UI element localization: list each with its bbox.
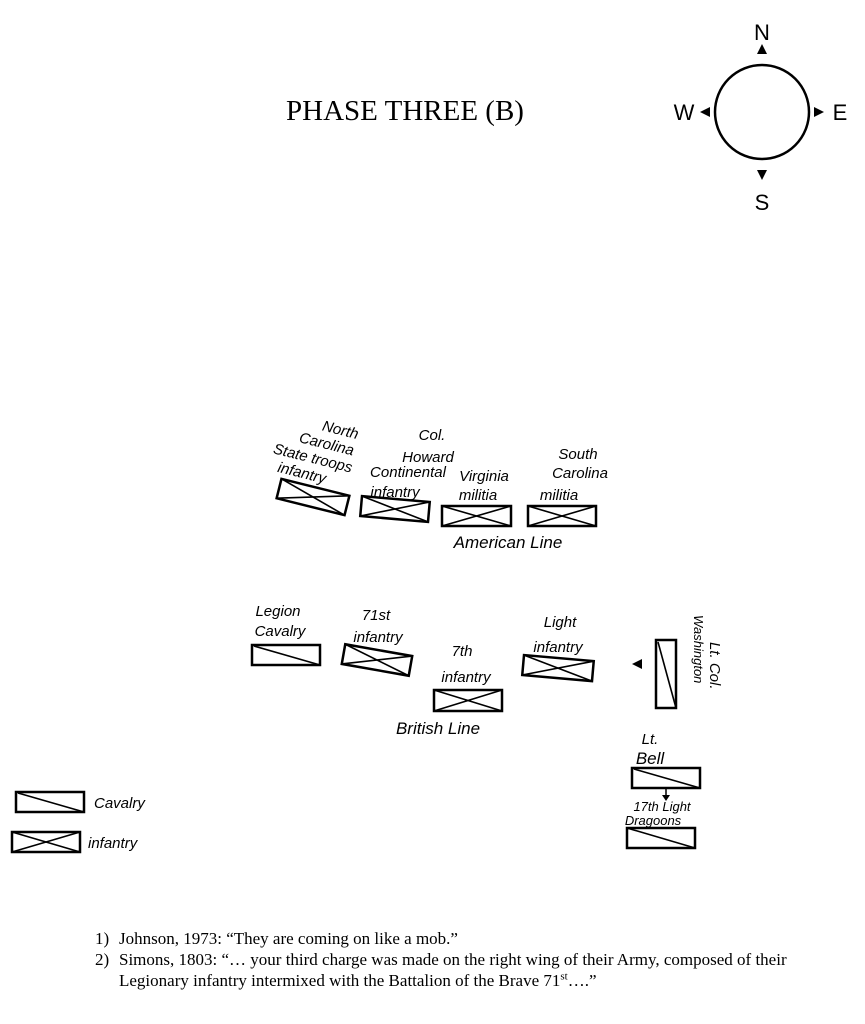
- washington-label: Lt. Col. Washington: [691, 615, 723, 690]
- 71st-infantry-unit: [340, 642, 414, 678]
- commander-label: Col.Howard: [402, 427, 454, 466]
- footnote-1: 1) Johnson, 1973: “They are coming on li…: [95, 929, 458, 948]
- bell-arrow-icon: [662, 795, 670, 801]
- compass-circle: [713, 63, 811, 161]
- west-arrow-icon: [700, 107, 710, 117]
- legend-cavalry-symbol: [14, 790, 86, 814]
- 7th-label-1: 7th: [452, 643, 473, 660]
- washington-cavalry-unit: [654, 638, 678, 710]
- legion-cavalry-unit: [250, 643, 322, 667]
- legion-label-2: Cavalry: [255, 623, 307, 640]
- 71st-label-2: infantry: [353, 629, 404, 646]
- american-line-label: American Line: [453, 533, 563, 552]
- british-line-label: British Line: [396, 719, 480, 738]
- sc-militia-unit: [526, 504, 598, 528]
- bell-cavalry-unit: [630, 766, 702, 790]
- virginia-militia-unit: [440, 504, 513, 528]
- footnotes: 1) Johnson, 1973: “They are coming on li…: [95, 928, 815, 991]
- virginia-label-2: militia: [459, 487, 497, 504]
- sc-label-2: Carolina: [552, 465, 608, 482]
- diagram-title: PHASE THREE (B): [286, 95, 524, 127]
- legion-label-1: Legion: [255, 603, 300, 620]
- virginia-label-1: Virginia: [459, 468, 509, 485]
- bell-label-1: Lt.: [642, 731, 659, 748]
- legend-cavalry-label: Cavalry: [94, 795, 146, 812]
- 71st-label-1: 71st: [362, 607, 391, 624]
- south-arrow-icon: [757, 170, 767, 180]
- east-arrow-icon: [814, 107, 824, 117]
- 7th-label-2: infantry: [441, 669, 492, 686]
- bell-label-2: Bell: [636, 749, 666, 768]
- washington-arrow-icon: [632, 659, 642, 669]
- compass-n: N: [754, 20, 770, 45]
- legend-infantry-label: infantry: [88, 835, 139, 852]
- sc-label-1: South: [558, 446, 597, 463]
- continental-infantry-unit: [358, 494, 432, 524]
- light-label-2: infantry: [533, 639, 584, 656]
- compass-w: W: [674, 100, 695, 125]
- dragoons-label-2: Dragoons: [625, 813, 682, 828]
- nc-infantry-unit: [275, 477, 351, 517]
- north-arrow-icon: [757, 44, 767, 54]
- compass-rose: N S W E: [674, 20, 848, 215]
- footnote-2: 2) Simons, 1803: “… your third charge wa…: [95, 950, 787, 990]
- compass-e: E: [833, 100, 848, 125]
- svg-text:Lt. Col.: Lt. Col.: [706, 642, 723, 690]
- continental-label-1: Continental: [370, 464, 447, 481]
- 7th-infantry-unit: [432, 688, 504, 713]
- legend-infantry-symbol: [10, 830, 82, 854]
- svg-text:Washington: Washington: [691, 615, 706, 683]
- compass-s: S: [755, 190, 770, 215]
- light-label-1: Light: [544, 614, 577, 631]
- sc-label-3: militia: [540, 487, 578, 504]
- 17th-light-dragoons-unit: [625, 826, 697, 850]
- light-infantry-unit: [520, 653, 596, 683]
- dragoons-label-1: 17th Light: [633, 799, 691, 814]
